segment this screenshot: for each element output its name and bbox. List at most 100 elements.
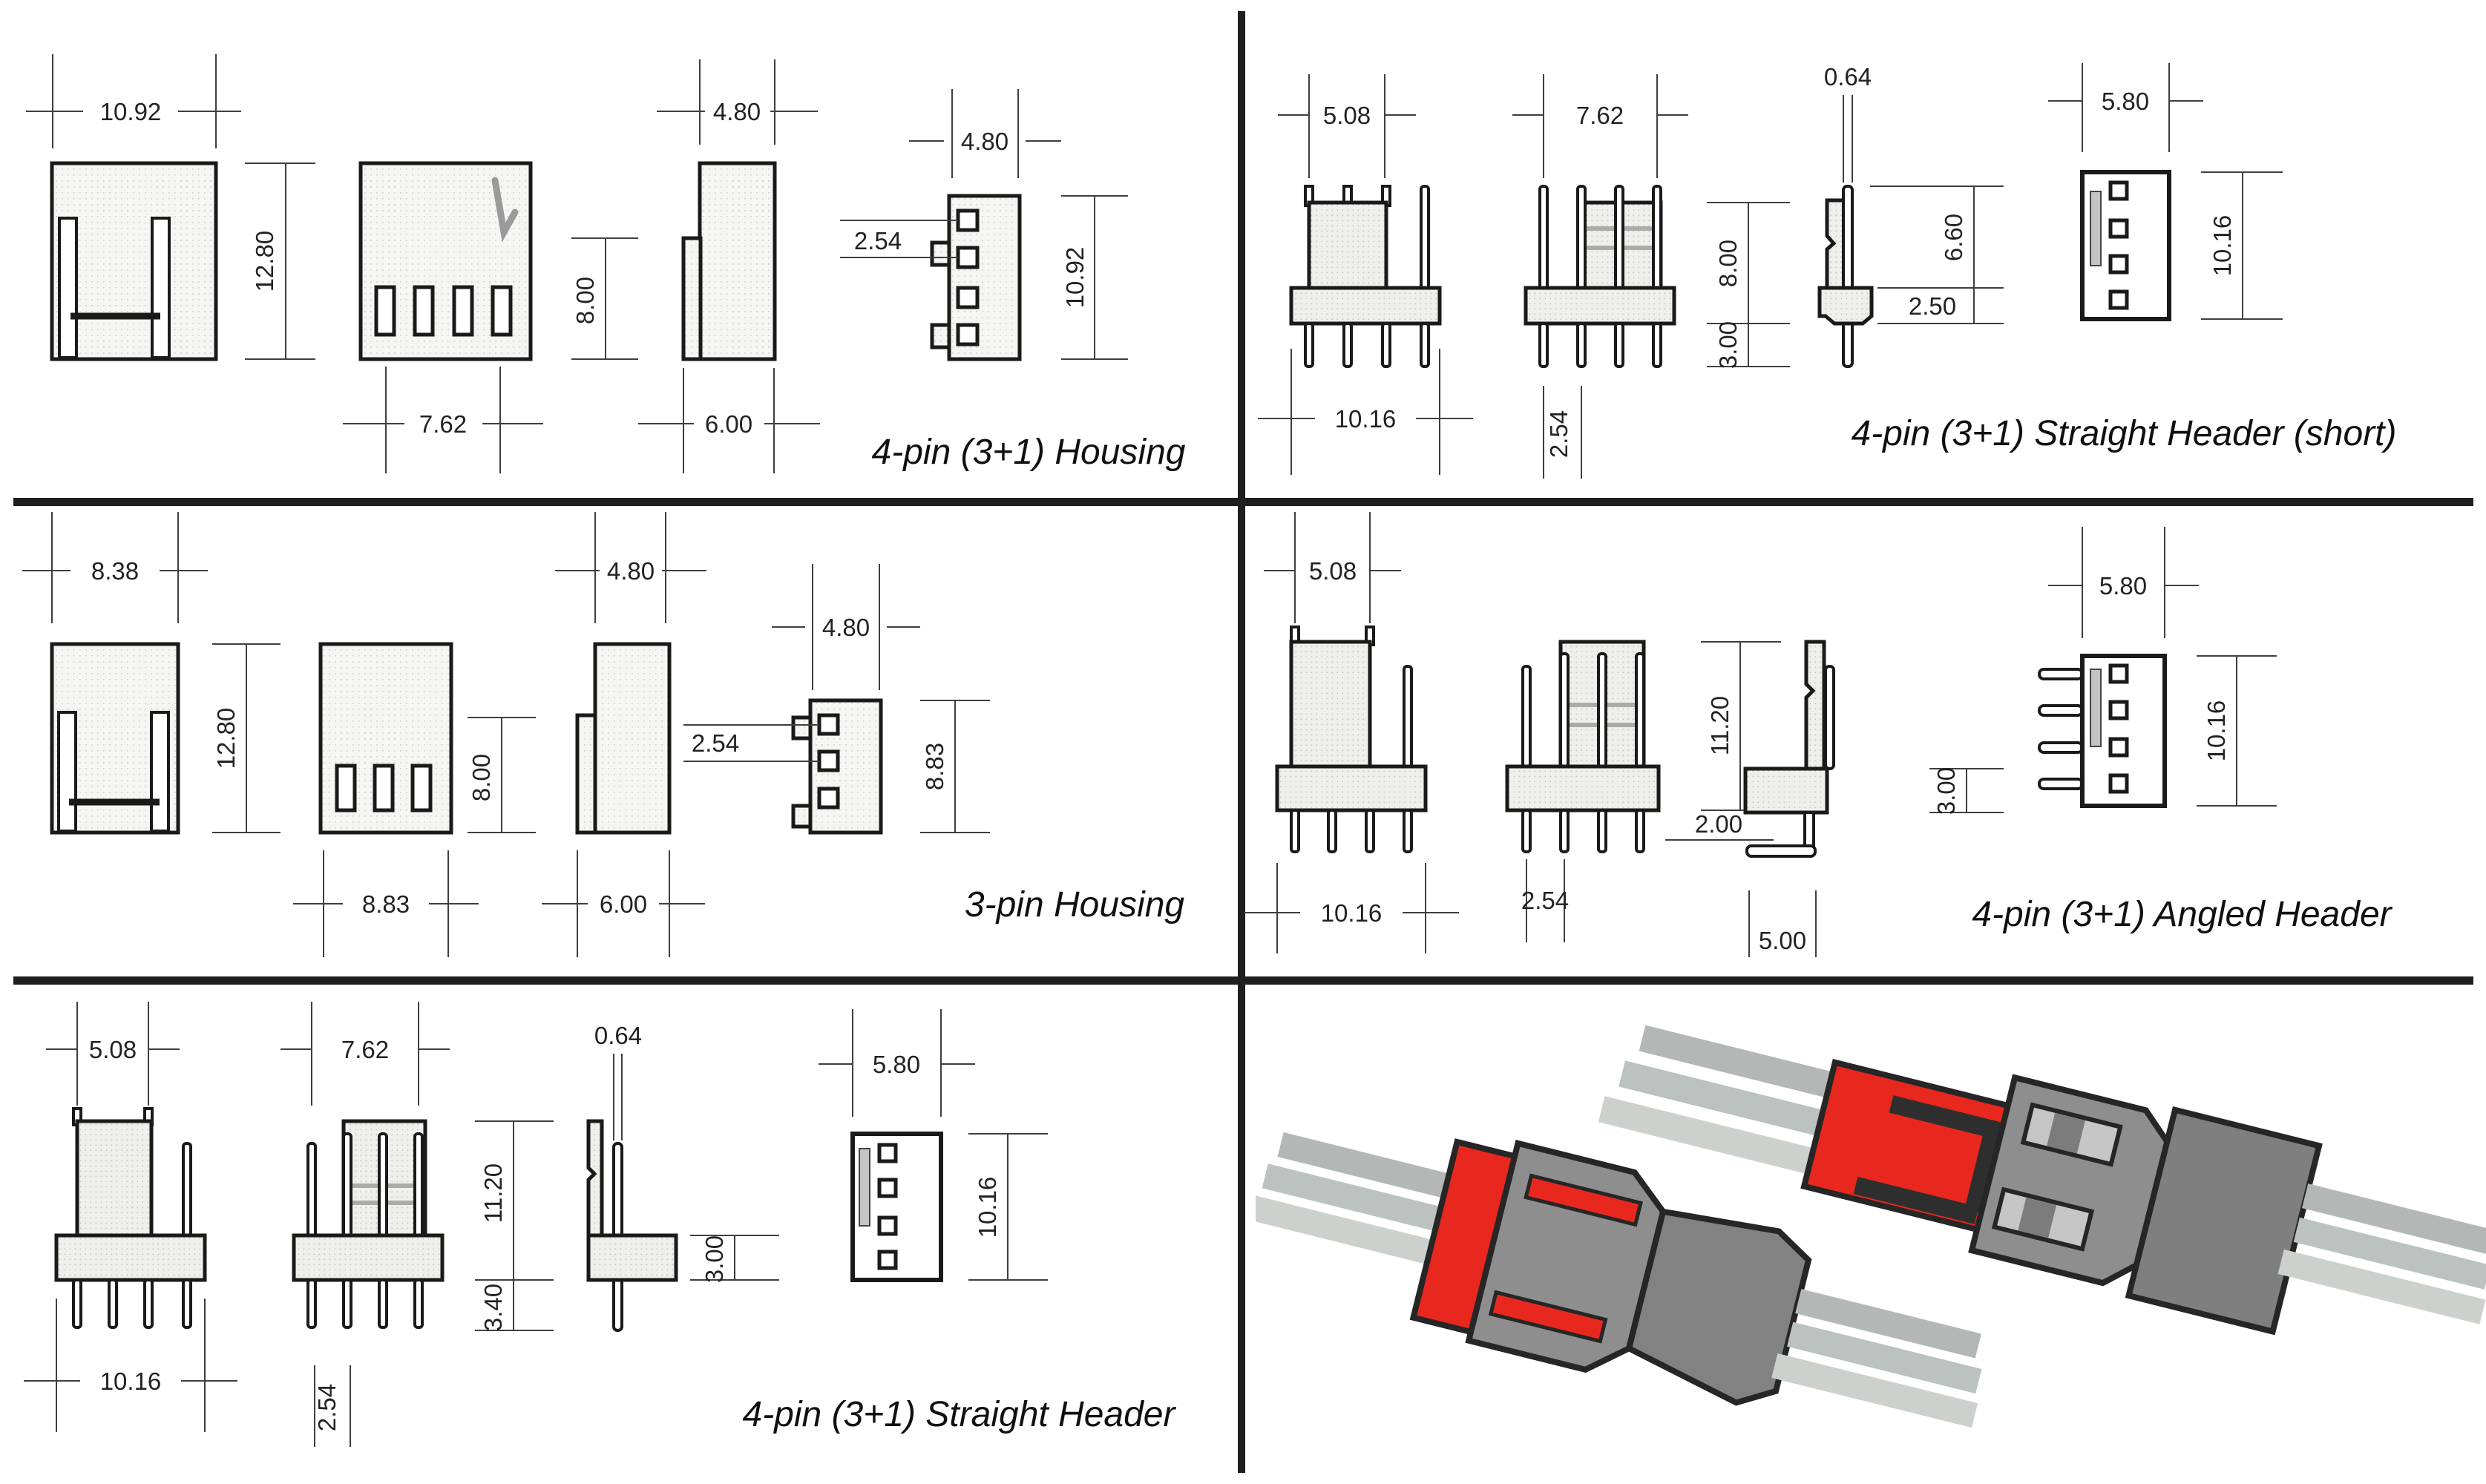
- figure-header-straight-profile: [586, 1119, 678, 1332]
- gray-plug-rear: [1625, 1208, 1812, 1406]
- dim-label: 7.62: [1576, 102, 1624, 129]
- polarity-arrow-icon: [491, 177, 519, 243]
- dim-label: 7.62: [419, 410, 467, 438]
- dim-label: 10.16: [2208, 215, 2236, 277]
- panel-housing-4pin: 10.92 12.80 7.62 4.80 8.00 6.00: [26, 54, 1186, 473]
- panel-header-angled: 5.08 10.16 2.54 11.20 2.00: [1244, 512, 2393, 957]
- dim-label: 4.80: [822, 614, 870, 641]
- dim-label: 8.83: [921, 743, 948, 790]
- dim-label: 2.54: [692, 729, 739, 757]
- dim-label: 2.54: [313, 1384, 341, 1431]
- figure-housing3-front: [50, 642, 180, 835]
- dim-label: 2.54: [1545, 410, 1572, 458]
- illustration-red-housing: [1598, 1025, 2021, 1235]
- dim-label: 6.00: [705, 410, 752, 438]
- figure-housing4-front: [50, 161, 218, 361]
- figure-housing4-side: [681, 161, 777, 361]
- red-latch-visible: [1488, 1290, 1608, 1344]
- dim-label: 10.16: [100, 1368, 162, 1395]
- figure-header-angled-side4: [1505, 640, 1661, 853]
- dim-label: 10.16: [1321, 899, 1383, 927]
- dim-label: 10.16: [974, 1177, 1001, 1238]
- dim-label: 7.62: [341, 1036, 389, 1063]
- illustration-gray-plug: [1968, 1074, 2486, 1336]
- dim-label: 12.80: [212, 708, 240, 769]
- panel-title: 3-pin Housing: [965, 885, 1184, 925]
- wire: [1795, 1289, 1981, 1359]
- dim-label: 3.00: [701, 1235, 728, 1283]
- latch-bar: [1853, 1176, 1979, 1224]
- dim-label: 6.00: [600, 890, 647, 918]
- wire: [2277, 1249, 2486, 1324]
- wire: [1262, 1163, 1452, 1234]
- wire: [1598, 1096, 1821, 1176]
- dim-label: 8.00: [571, 277, 599, 324]
- figure-header-straight-top: [850, 1132, 943, 1282]
- illustration-mated-pair: [1256, 1132, 1982, 1428]
- contact: [2047, 1112, 2085, 1154]
- figure-header-straight-side4: [292, 1119, 445, 1329]
- figure-header-short-profile: [1817, 185, 1874, 368]
- dim-label: 8.38: [91, 557, 139, 585]
- dim-label: 5.80: [2102, 88, 2149, 115]
- latch-slot: [2090, 669, 2102, 747]
- panel-illustration: [1256, 1025, 2486, 1428]
- wire: [1277, 1132, 1460, 1201]
- dim-label: 5.08: [89, 1036, 137, 1063]
- figure-housing4-back: [930, 194, 1022, 361]
- divider-vertical: [1238, 11, 1245, 1473]
- panel-header-short: 5.08 10.16 7.62 2.54 8.00 3.00: [1258, 63, 2397, 479]
- latch-slot: [2090, 191, 2102, 266]
- dim-label: 8.00: [1714, 240, 1742, 287]
- figure-header-short-top: [2080, 170, 2171, 321]
- dim-label: 5.00: [1759, 927, 1806, 954]
- latch-bar: [1889, 1095, 2009, 1142]
- dim-label: 4.80: [961, 128, 1008, 155]
- figure-header-short-front: [1289, 185, 1442, 368]
- dim-label: 8.83: [362, 890, 410, 918]
- dim-label: 6.60: [1940, 214, 1967, 261]
- dim-label: 12.80: [251, 231, 278, 292]
- dim-label: 8.00: [468, 754, 495, 801]
- panel-title: 4-pin (3+1) Angled Header: [1972, 895, 2392, 934]
- panel-housing-3pin: 8.38 12.80 8.83 8.00 4.80 6.00: [22, 512, 1184, 957]
- dim-label: 4.80: [713, 98, 761, 125]
- wire: [2293, 1217, 2486, 1290]
- panel-title: 4-pin (3+1) Straight Header: [743, 1395, 1177, 1434]
- dim-label: 10.16: [2203, 700, 2230, 762]
- dim-label: 10.92: [100, 98, 162, 125]
- dim-label: 0.64: [1824, 63, 1872, 91]
- figure-housing3-side: [575, 642, 672, 835]
- latch-bar: [1964, 1135, 2001, 1214]
- figure-header-short-side4: [1524, 185, 1676, 368]
- wire: [1618, 1060, 1831, 1138]
- figure-housing4-rear: [358, 161, 533, 361]
- red-latch-visible: [1524, 1173, 1643, 1227]
- dim-label: 2.54: [1521, 887, 1569, 914]
- figure-header-straight-front: [54, 1107, 207, 1329]
- dim-label: 11.20: [479, 1163, 507, 1223]
- wire: [2302, 1183, 2486, 1254]
- dim-label: 2.54: [854, 227, 902, 255]
- dim-label: 3.00: [1932, 767, 1960, 815]
- dim-label: 4.80: [607, 557, 655, 585]
- dim-label: 5.80: [2099, 572, 2147, 600]
- dim-label: 3.40: [479, 1284, 507, 1331]
- dim-label: 5.08: [1309, 557, 1357, 585]
- wire: [1771, 1353, 1978, 1428]
- figure-housing3-back: [791, 698, 883, 835]
- panel-title: 4-pin (3+1) Housing: [872, 433, 1186, 472]
- wire: [1787, 1322, 1982, 1394]
- dim-label: 3.00: [1714, 321, 1742, 369]
- dim-label: 10.16: [1335, 405, 1397, 433]
- dim-label: 2.50: [1909, 292, 1956, 320]
- panel-header-straight: 5.08 10.16 7.62 2.54 11.20 3.40: [24, 1002, 1177, 1447]
- latch-slot: [859, 1148, 870, 1227]
- dim-label: 5.08: [1323, 102, 1371, 129]
- panel-title: 4-pin (3+1) Straight Header (short): [1852, 414, 2397, 453]
- dim-label: 0.64: [594, 1022, 642, 1049]
- wire: [1639, 1025, 1840, 1100]
- figure-header-angled-top: [2038, 654, 2167, 808]
